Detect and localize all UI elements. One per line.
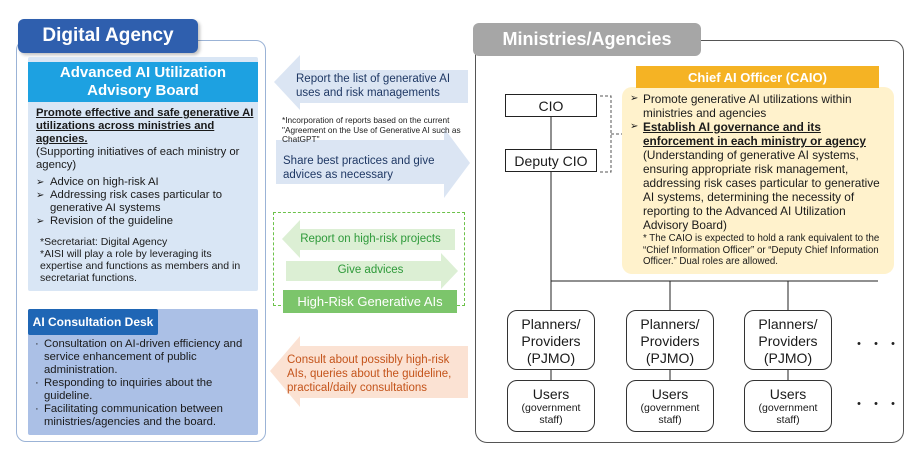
board-mission-sub: (Supporting initiatives of each ministry… <box>36 146 240 171</box>
ministries-title: Ministries/Agencies <box>473 23 701 56</box>
caio-item-1: Promote generative AI utilizations withi… <box>630 92 892 120</box>
users-sub2: staff) <box>658 414 682 426</box>
pjmo-line3: (PJMO) <box>763 350 813 366</box>
advisory-board-title: Advanced AI Utilization Advisory Board <box>28 62 258 102</box>
consult-text: Consult about possibly high-risk AIs, qu… <box>287 354 452 394</box>
report-high-risk-arrow <box>282 220 455 258</box>
board-notes: *Secretariat: Digital Agency *AISI will … <box>40 236 256 284</box>
desk-item: Responding to inquiries about the guidel… <box>34 377 256 403</box>
board-note-aisi: *AISI will play a role by leveraging its… <box>40 248 241 284</box>
give-advices-arrow <box>286 253 458 289</box>
pjmo-line1: Planners/ <box>521 316 581 332</box>
board-mission: Promote effective and safe generative AI… <box>36 107 254 145</box>
share-arrow <box>276 128 470 198</box>
advisory-board-body: Promote effective and safe generative AI… <box>36 107 256 228</box>
caio-item-2-detail: (Understanding of generative AI systems,… <box>643 148 880 232</box>
pjmo-line1: Planners/ <box>640 316 700 332</box>
users-sub1: (government <box>640 402 700 414</box>
users-box: Users (government staff) <box>626 380 714 432</box>
cio-box: CIO <box>505 94 597 117</box>
report-list-text: Report the list of generative AI uses an… <box>296 73 451 99</box>
desk-items-list: Consultation on AI-driven efficiency and… <box>34 338 256 429</box>
pjmo-box: Planners/ Providers (PJMO) <box>744 310 832 370</box>
caio-body: Promote generative AI utilizations withi… <box>630 92 892 268</box>
advisory-board-title-line2: Advisory Board <box>87 82 199 99</box>
more-users-ellipsis: ・・・ <box>852 396 903 412</box>
report-list-arrow <box>274 55 468 110</box>
caio-item-2: Establish AI governance and its enforcem… <box>630 120 892 148</box>
users-box: Users (government staff) <box>744 380 832 432</box>
users-title: Users <box>532 386 570 402</box>
caio-title: Chief AI Officer (CAIO) <box>636 66 879 88</box>
report-high-risk-text: Report on high-risk projects <box>300 233 441 245</box>
give-advices-text: Give advices <box>337 264 404 276</box>
pjmo-line3: (PJMO) <box>645 350 695 366</box>
board-item: Addressing risk cases particular to gene… <box>36 189 256 215</box>
pjmo-line3: (PJMO) <box>526 350 576 366</box>
consult-arrow <box>270 336 468 407</box>
board-items-list: Advice on high-risk AI Addressing risk c… <box>36 176 256 228</box>
users-sub1: (government <box>758 402 818 414</box>
users-box: Users (government staff) <box>507 380 595 432</box>
board-item: Advice on high-risk AI <box>36 176 256 189</box>
pjmo-line2: Providers <box>640 333 700 349</box>
pjmo-line1: Planners/ <box>758 316 818 332</box>
caio-bracket <box>600 95 612 173</box>
board-note-secretariat: *Secretariat: Digital Agency <box>40 236 168 248</box>
caio-footnote: * The CAIO is expected to hold a rank eq… <box>643 233 880 267</box>
consultation-desk-title: AI Consultation Desk <box>28 309 158 335</box>
pjmo-line2: Providers <box>758 333 818 349</box>
pjmo-box: Planners/ Providers (PJMO) <box>507 310 595 370</box>
share-text: Share best practices and give advices as… <box>283 155 435 181</box>
consultation-desk-body: Consultation on AI-driven efficiency and… <box>34 338 256 429</box>
deputy-cio-box: Deputy CIO <box>505 149 597 172</box>
users-title: Users <box>651 386 689 402</box>
desk-item: Consultation on AI-driven efficiency and… <box>34 338 256 377</box>
report-note: *Incorporation of reports based on the c… <box>282 115 461 144</box>
board-item: Revision of the guideline <box>36 215 256 228</box>
users-sub2: staff) <box>776 414 800 426</box>
users-sub1: (government <box>521 402 581 414</box>
more-pjmo-ellipsis: ・・・ <box>852 336 903 352</box>
pjmo-box: Planners/ Providers (PJMO) <box>626 310 714 370</box>
digital-agency-title: Digital Agency <box>18 19 198 53</box>
desk-item: Facilitating communication between minis… <box>34 403 256 429</box>
high-risk-label: High-Risk Generative AIs <box>283 290 457 313</box>
advisory-board-title-line1: Advanced AI Utilization <box>59 64 227 81</box>
users-sub2: staff) <box>539 414 563 426</box>
pjmo-line2: Providers <box>521 333 581 349</box>
users-title: Users <box>769 386 807 402</box>
